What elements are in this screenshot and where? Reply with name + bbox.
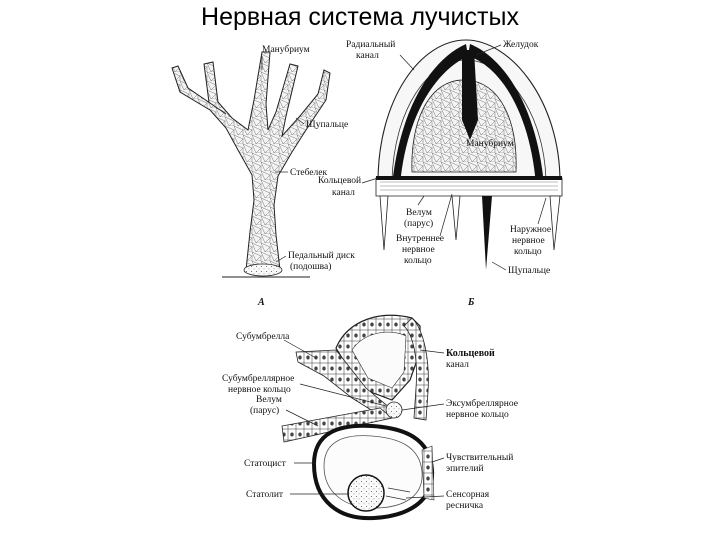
velum-b — [375, 177, 563, 197]
label-statocyst: Статоцист — [244, 459, 287, 469]
sensory-cilium — [385, 487, 411, 501]
label-velum-b-2: (парус) — [404, 218, 433, 229]
ring-canal-lumen — [351, 331, 407, 389]
label-ring-canal-c-2: канал — [446, 360, 469, 370]
exumbrella-layer — [403, 317, 429, 421]
label-velum-c-1: Велум — [256, 395, 282, 405]
stomach — [462, 50, 478, 140]
label-tentacle-b: Щупальце — [508, 266, 550, 276]
label-pedal-disc-1: Педальный диск — [288, 250, 355, 261]
label-inner-ring-3: кольцо — [404, 256, 432, 266]
label-velum-c-2: (парус) — [250, 405, 279, 416]
label-inner-ring-2: нервное — [402, 245, 435, 255]
polyp-body — [203, 51, 331, 271]
label-radial-canal-1: Радиальный — [346, 39, 395, 50]
label-subumbrella: Субумбрелла — [236, 331, 290, 342]
label-subumbrellar-ring-2: нервное кольцо — [228, 385, 291, 395]
label-sensory-cilium-2: ресничка — [446, 501, 484, 511]
tentacle-b-1 — [379, 195, 389, 251]
nerve-ring-knot — [385, 401, 403, 419]
label-subumbrellar-ring-1: Субумбреллярное — [222, 373, 294, 384]
label-ring-canal-b-1: Кольцевой — [318, 175, 361, 186]
page-title: Нервная система лучистых — [201, 3, 519, 31]
panel-letter-a: А — [257, 297, 265, 308]
label-outer-ring-2: нервное — [512, 236, 545, 246]
label-manubrium-b: Манубриум — [466, 138, 514, 149]
tentacle-b-3 — [482, 196, 492, 270]
label-velum-b-1: Велум — [406, 208, 432, 218]
panel-letter-b: Б — [467, 297, 475, 308]
sensory-epithelium — [421, 445, 435, 501]
label-outer-ring-1: Наружное — [510, 225, 551, 235]
tentacle-b-4 — [549, 195, 561, 251]
radial-canal-right — [468, 44, 544, 185]
tentacle-b-2 — [451, 195, 461, 241]
label-radial-canal-2: канал — [356, 51, 379, 61]
label-sensory-epithelium-1: Чувствительный — [446, 452, 513, 463]
label-manubrium-a: Манубриум — [262, 44, 310, 55]
panel-b-labels: Радиальный канал Желудок Манубриум Кольц… — [318, 39, 551, 308]
panel-a-labels: Манубриум Щупальце Стебелек Педальный ди… — [257, 44, 355, 308]
panel-b-medusa — [375, 39, 563, 270]
label-statolith: Статолит — [246, 490, 284, 500]
label-exumbrellar-ring-1: Эксумбреллярное — [446, 398, 518, 409]
label-tentacle-a: Щупальце — [306, 120, 348, 130]
label-exumbrellar-ring-2: нервное кольцо — [446, 410, 509, 420]
statolith — [347, 474, 385, 512]
ring-canal — [376, 176, 562, 180]
label-sensory-cilium-1: Сенсорная — [446, 490, 490, 500]
panel-c-section — [281, 314, 435, 521]
label-sensory-epithelium-2: эпителий — [446, 463, 484, 474]
label-ring-canal-c-1: Кольцевой — [446, 348, 495, 359]
label-stalk: Стебелек — [290, 167, 327, 178]
radial-canal-left — [392, 44, 468, 185]
label-pedal-disc-2: (подошва) — [290, 261, 331, 272]
label-inner-ring-1: Внутреннее — [396, 234, 444, 244]
label-outer-ring-3: кольцо — [514, 247, 542, 257]
pedal-disc — [243, 263, 283, 277]
panel-a-polyp — [171, 51, 331, 278]
tentacle-left — [171, 65, 227, 115]
label-stomach: Желудок — [503, 40, 539, 50]
panel-c-labels: Субумбрелла Субумбреллярное нервное коль… — [222, 331, 518, 511]
label-ring-canal-b-2: канал — [332, 188, 355, 198]
